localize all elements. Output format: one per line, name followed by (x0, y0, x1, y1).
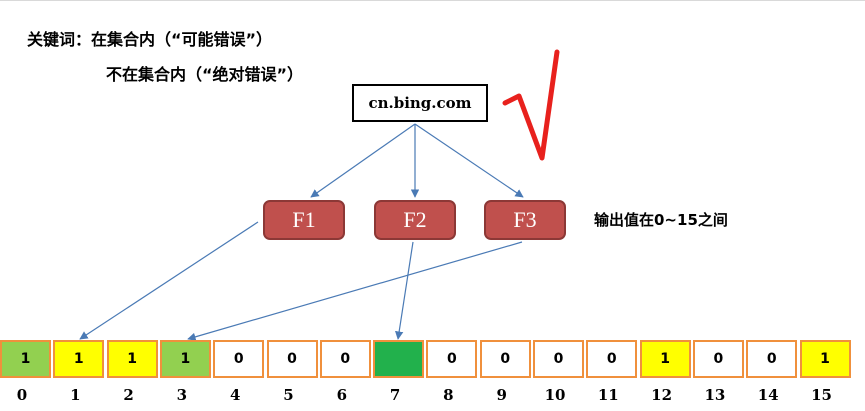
hash-function-f1: F1 (263, 200, 345, 240)
hash-function-f3: F3 (484, 200, 566, 240)
bit-index-0: 0 (16, 386, 28, 404)
bit-cell-2: 1 (106, 340, 158, 378)
bit-cell-7 (373, 340, 425, 378)
bit-cell-10: 0 (533, 340, 584, 378)
keywords-line-1: 关键词：在集合内（“可能错误”） (27, 30, 273, 49)
bit-cell-4: 0 (213, 340, 265, 378)
bit-index-3: 3 (176, 386, 188, 404)
bit-cell-1: 1 (53, 340, 105, 378)
arrow-f2-to-bit-7 (395, 241, 414, 340)
bit-cell-6: 0 (319, 340, 371, 378)
bit-index-14: 14 (757, 386, 779, 404)
bit-index-6: 6 (336, 386, 348, 404)
arrow-url-to-f3 (414, 123, 524, 198)
checkmark-icon (502, 49, 560, 161)
bit-cell-3: 1 (159, 340, 211, 378)
bit-index-13: 13 (704, 386, 726, 404)
bit-index-9: 9 (496, 386, 507, 404)
bit-cell-5: 0 (266, 340, 318, 378)
bit-cell-8: 0 (426, 340, 478, 378)
bit-index-10: 10 (544, 386, 566, 404)
bit-cell-0: 1 (0, 340, 51, 378)
arrow-url-to-f1 (310, 123, 416, 198)
bit-index-1: 1 (70, 386, 81, 404)
bit-index-11: 11 (597, 386, 619, 404)
bit-cell-14: 0 (746, 340, 798, 378)
bit-index-7: 7 (389, 386, 401, 404)
bit-cell-9: 0 (479, 340, 531, 378)
hash-function-f2: F2 (374, 200, 456, 240)
bit-cell-13: 0 (692, 340, 744, 378)
keywords-line-2: 不在集合内（“绝对错误”） (106, 65, 304, 84)
bit-index-8: 8 (443, 386, 454, 404)
bit-index-4: 4 (229, 386, 241, 404)
bit-cell-12: 1 (639, 340, 691, 378)
bit-index-15: 15 (811, 386, 832, 404)
url-box: cn.bing.com (352, 84, 488, 122)
bit-cell-11: 0 (586, 340, 638, 378)
arrow-f3-to-bit-3 (187, 241, 523, 341)
bit-index-12: 12 (651, 386, 673, 404)
top-divider (0, 0, 865, 1)
bit-cell-15: 1 (799, 340, 851, 378)
bit-index-2: 2 (123, 386, 134, 404)
output-range-note: 输出值在0~15之间 (594, 211, 728, 229)
arrow-f1-to-bit-1 (79, 221, 259, 340)
url-text: cn.bing.com (368, 94, 472, 112)
bit-index-5: 5 (283, 386, 294, 404)
